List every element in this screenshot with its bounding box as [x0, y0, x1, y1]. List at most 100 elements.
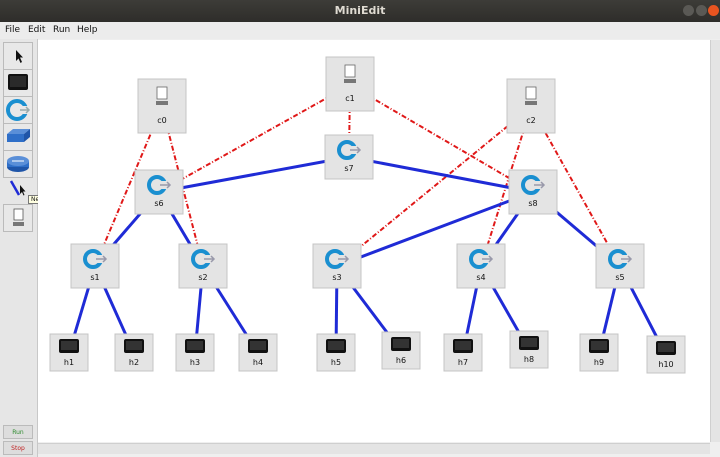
- minimize-icon[interactable]: [683, 5, 694, 16]
- host-icon: [124, 339, 144, 353]
- node-label: h8: [524, 355, 534, 364]
- host-h7[interactable]: h7: [443, 333, 483, 372]
- controller-c0[interactable]: c0: [137, 78, 187, 134]
- cursor-icon: [16, 50, 23, 63]
- controller-c1[interactable]: c1: [325, 56, 375, 112]
- switch-s5[interactable]: s5: [595, 243, 645, 289]
- switch-s1[interactable]: s1: [70, 243, 120, 289]
- host-h3[interactable]: h3: [175, 333, 215, 372]
- close-icon[interactable]: [708, 5, 719, 16]
- menu-help[interactable]: Help: [77, 25, 98, 35]
- router-icon: [7, 156, 29, 172]
- switch-icon: [521, 175, 546, 195]
- menu-edit[interactable]: Edit: [28, 25, 46, 35]
- controller-icon: [13, 208, 24, 226]
- host-h10[interactable]: h10: [646, 335, 686, 374]
- host-h9[interactable]: h9: [579, 333, 619, 372]
- node-label: s6: [154, 199, 163, 208]
- host-h8[interactable]: h8: [509, 330, 549, 369]
- switch-icon: [83, 249, 108, 269]
- controller-link-c0-s1[interactable]: [94, 106, 163, 267]
- host-icon: [519, 336, 539, 350]
- host-icon: [453, 339, 473, 353]
- topology-svg[interactable]: c0 c1 c2 s1 s2 s3 s4 s5 s6 s7 s8 h1 h2 h3 h4 h5 h6 h7 h8 h9…: [38, 40, 710, 442]
- host-icon: [589, 339, 609, 353]
- switch-icon: [337, 140, 362, 160]
- switch-s6[interactable]: s6: [134, 169, 184, 215]
- host-icon: [59, 339, 79, 353]
- link-s8-s3[interactable]: [336, 190, 534, 268]
- legacy-switch-tool[interactable]: [3, 123, 33, 151]
- legacy-switch-icon: [7, 129, 30, 142]
- switch-s7[interactable]: s7: [324, 134, 374, 180]
- node-label: h7: [458, 358, 468, 367]
- run-button[interactable]: Run: [3, 425, 33, 439]
- controller-link-c2-s3[interactable]: [336, 106, 532, 267]
- host-h2[interactable]: h2: [114, 333, 154, 372]
- node-label: s8: [528, 199, 537, 208]
- node-label: s5: [615, 273, 624, 282]
- switch-s3[interactable]: s3: [312, 243, 362, 289]
- netlink-icon: [9, 180, 26, 196]
- horizontal-scrollbar[interactable]: [38, 443, 710, 454]
- controller-icon: [344, 64, 356, 83]
- node-label: h1: [64, 358, 74, 367]
- maximize-icon[interactable]: [696, 5, 707, 16]
- node-label: h3: [190, 358, 200, 367]
- node-label: h9: [594, 358, 604, 367]
- menu-run[interactable]: Run: [53, 25, 71, 35]
- controller-icon: [156, 86, 168, 105]
- tool-palette: Run Stop: [0, 39, 38, 457]
- switch-s8[interactable]: s8: [508, 169, 558, 215]
- switch-icon: [325, 249, 350, 269]
- switch-tool[interactable]: [3, 96, 33, 124]
- node-label: h2: [129, 358, 139, 367]
- node-label: h4: [253, 358, 263, 367]
- switch-icon: [608, 249, 633, 269]
- switch-icon: [147, 175, 172, 195]
- node-label: s3: [332, 273, 341, 282]
- menu-bar: File Edit Run Help: [0, 22, 720, 39]
- node-label: s1: [90, 273, 99, 282]
- window-title: MiniEdit: [334, 4, 386, 17]
- node-label: s2: [198, 273, 207, 282]
- controller-icon: [525, 86, 537, 105]
- host-icon: [391, 337, 411, 351]
- netlink-tool[interactable]: [3, 177, 33, 205]
- node-label: c0: [157, 116, 167, 125]
- node-label: s7: [344, 164, 353, 173]
- node-label: s4: [476, 273, 485, 282]
- host-h6[interactable]: h6: [381, 331, 421, 370]
- switch-icon: [469, 249, 494, 269]
- node-label: c1: [345, 94, 355, 103]
- controller-tool[interactable]: [3, 204, 33, 232]
- host-icon: [8, 74, 28, 90]
- switch-icon: [191, 249, 216, 269]
- vertical-scrollbar[interactable]: [710, 40, 720, 442]
- host-h4[interactable]: h4: [238, 333, 278, 372]
- topology-canvas[interactable]: c0 c1 c2 s1 s2 s3 s4 s5 s6 s7 s8 h1 h2 h3 h4 h5 h6 h7 h8 h9…: [38, 40, 710, 442]
- host-h5[interactable]: h5: [316, 333, 356, 372]
- host-icon: [656, 341, 676, 355]
- router-tool[interactable]: [3, 150, 33, 178]
- node-label: c2: [526, 116, 536, 125]
- stop-button[interactable]: Stop: [3, 441, 33, 455]
- node-label: h5: [331, 358, 341, 367]
- node-label: h10: [658, 360, 673, 369]
- host-tool[interactable]: [3, 69, 33, 97]
- host-h1[interactable]: h1: [49, 333, 89, 372]
- host-icon: [185, 339, 205, 353]
- select-tool[interactable]: [3, 42, 33, 70]
- menu-file[interactable]: File: [5, 25, 21, 35]
- title-bar: MiniEdit: [0, 0, 720, 22]
- switch-icon: [6, 99, 31, 121]
- link-s6-s7[interactable]: [158, 155, 350, 194]
- host-icon: [326, 339, 346, 353]
- link-s7-s8[interactable]: [348, 155, 534, 194]
- switch-s2[interactable]: s2: [178, 243, 228, 289]
- controller-link-c1-s6[interactable]: [158, 84, 351, 193]
- switch-s4[interactable]: s4: [456, 243, 506, 289]
- controller-c2[interactable]: c2: [506, 78, 556, 134]
- node-label: h6: [396, 356, 406, 365]
